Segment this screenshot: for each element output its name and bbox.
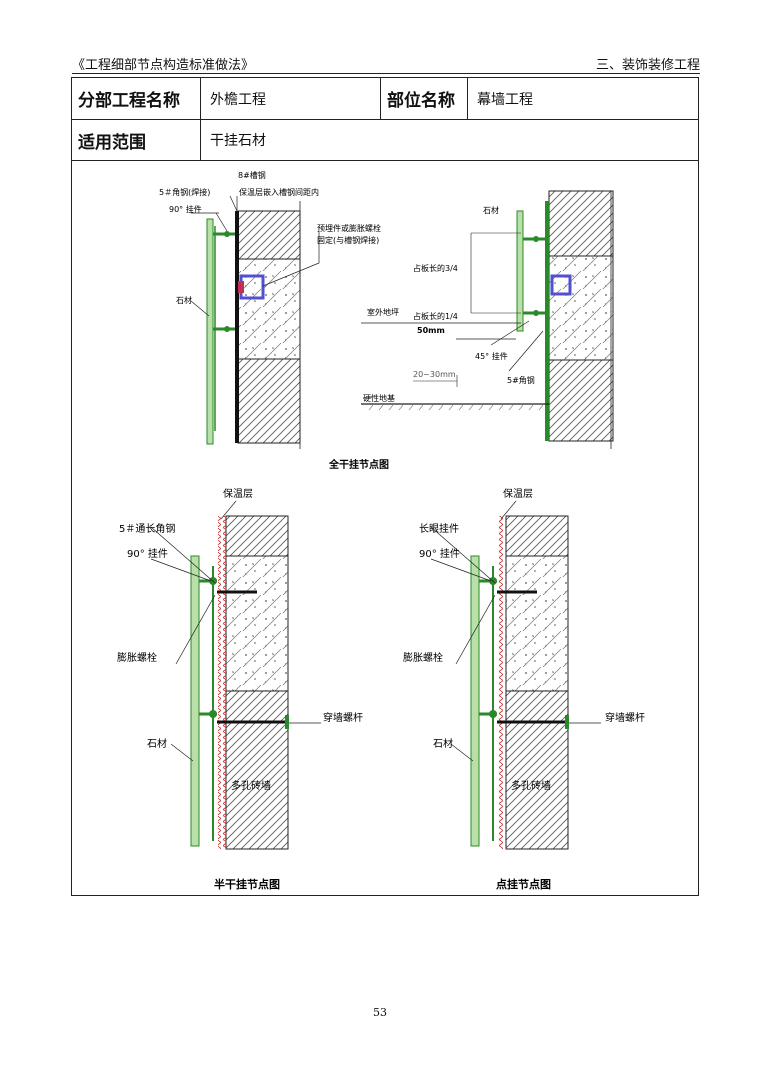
label-hanger90: 90° 挂件 [169,204,202,214]
concrete-beam [548,255,614,361]
steel-angle [545,201,549,441]
label-expansion-bolt: 膨胀螺栓 [403,651,443,664]
page-header: 《工程细部节点构造标准做法》 三、装饰装修工程 [72,52,700,73]
table-row-1: 分部工程名称 外檐工程 部位名称 幕墙工程 [72,78,698,120]
label-embed-2: 固定(与槽钢焊接) [317,235,379,245]
label-brick-wall: 多孔砖墙 [231,779,271,792]
drawing-area: 8#槽钢 5＃角钢(焊接) 保温层嵌入槽钢间距内 90° 挂件 预埋件或膨胀螺栓… [117,170,645,891]
steel-channel [235,211,239,443]
book-title: 《工程细部节点构造标准做法》 [72,58,255,73]
label-expansion-bolt: 膨胀螺栓 [117,651,157,664]
stone-panel [206,218,214,445]
full-dry-hang-detail: 8#槽钢 5＃角钢(焊接) 保温层嵌入槽钢间距内 90° 挂件 预埋件或膨胀螺栓… [159,170,389,471]
label-hanger90: 90° 挂件 [419,547,460,560]
base-detail: 石材 占板长的3/4 室外地坪 占板长的1/4 50mm 45° 挂件 5#角钢… [361,190,614,449]
label-embed-1: 预埋件或膨胀螺栓 [317,223,381,233]
insulation-layer [218,516,226,849]
label-stone: 石材 [176,295,192,305]
figure-title: 点挂节点图 [496,877,551,891]
value-part: 幕墙工程 [467,78,698,119]
table-row-2: 适用范围 干挂石材 [72,120,698,161]
label-outdoor-ground: 室外地坪 [367,307,399,317]
concrete-beam [505,555,569,692]
hanger-lower [213,326,235,332]
label-angle5: 5#角钢 [507,375,535,385]
value-subproject: 外檐工程 [200,78,380,119]
label-through-bolt: 穿墙螺杆 [323,711,363,724]
label-gap50: 50mm [417,326,445,335]
label-insulation-note: 保温层嵌入槽钢间距内 [239,187,319,197]
label-stone: 石材 [433,737,453,750]
point-hang-detail: 保温层 长眼挂件 90° 挂件 膨胀螺栓 石材 穿墙螺杆 多孔砖墙 点挂节点图 [403,487,645,891]
concrete-beam [237,258,301,360]
stone-panel [190,555,200,847]
label-hanger45: 45° 挂件 [475,351,508,361]
label-subproject: 分部工程名称 [78,91,180,111]
label-long-eye-hanger: 长眼挂件 [419,522,459,535]
hanger-lower [479,710,569,729]
section-title: 三、装饰装修工程 [595,58,700,73]
label-insulation: 保温层 [223,487,253,500]
hanger-lower [199,710,289,729]
label-scope: 适用范围 [78,132,146,153]
value-scope: 干挂石材 [200,120,698,160]
embedded-anchor [550,274,572,296]
label-through-bolt: 穿墙螺杆 [605,711,645,724]
page-number: 53 [373,1006,387,1019]
stone-panel [470,555,480,847]
header-rule [72,73,700,74]
label-three-quarter: 占板长的3/4 [413,263,458,273]
label-brick-wall: 多孔砖墙 [511,779,551,792]
label-gap2030: 20~30mm [413,370,456,379]
label-quarter: 占板长的1/4 [413,311,458,321]
label-part: 部位名称 [380,78,467,119]
label-hanger90: 90° 挂件 [127,547,168,560]
label-channel: 8#槽钢 [238,170,266,180]
figure-title: 全干挂节点图 [328,458,389,471]
figure-title: 半干挂节点图 [214,877,280,891]
spec-table: 分部工程名称 外檐工程 部位名称 幕墙工程 适用范围 干挂石材 [71,77,699,896]
label-hard-ground: 硬性地基 [363,393,395,403]
stone-panel [516,210,524,332]
insulation-layer [498,516,506,849]
label-angle-weld: 5＃角钢(焊接) [159,187,210,197]
label-stone: 石材 [483,205,499,215]
semi-dry-hang-detail: 保温层 5＃通长角钢 90° 挂件 膨胀螺栓 石材 穿墙螺杆 多孔砖墙 半干挂节… [117,487,363,891]
label-long-angle: 5＃通长角钢 [119,522,175,535]
embedded-anchor [238,274,265,300]
label-stone: 石材 [147,737,167,750]
label-insulation: 保温层 [503,487,533,500]
hanger-upper [213,231,235,237]
concrete-beam [225,555,289,692]
